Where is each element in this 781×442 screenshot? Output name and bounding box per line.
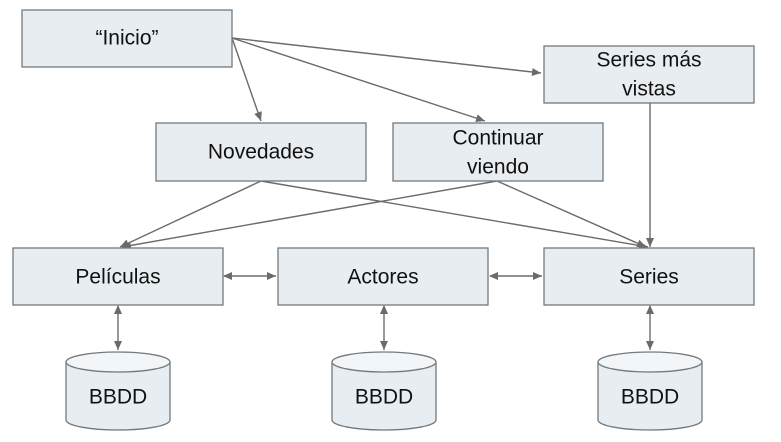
node-continuar-viendo-label-line-1: Continuar: [452, 127, 543, 150]
database-peliculas-label: BBDD: [89, 386, 147, 409]
database-actores-label: BBDD: [355, 386, 413, 409]
database-series: BBDD: [597, 351, 703, 431]
node-series-mas-vistas-label-line-1: Series más: [596, 49, 701, 72]
node-peliculas-label: Películas: [75, 266, 160, 289]
node-series-label: Series: [619, 266, 679, 289]
edge-inicio-series-mas-vistas: [231, 37, 542, 76]
node-continuar-viendo: Continuar viendo: [392, 122, 604, 182]
node-peliculas: Películas: [12, 247, 224, 306]
node-inicio-label: “Inicio”: [95, 27, 158, 50]
edge-continuar-viendo-series: [496, 180, 647, 248]
database-actores: BBDD: [331, 351, 437, 431]
edge-novedades-peliculas: [119, 180, 262, 248]
node-actores-label: Actores: [347, 266, 418, 289]
node-inicio: “Inicio”: [21, 9, 233, 68]
node-continuar-viendo-label-line-2: viendo: [467, 156, 529, 179]
node-series-mas-vistas-label-line-2: vistas: [622, 78, 676, 101]
node-novedades-label: Novedades: [208, 141, 314, 164]
edge-continuar-viendo-peliculas: [121, 180, 498, 250]
edge-inicio-continuar-viendo: [231, 37, 486, 122]
database-series-label: BBDD: [621, 386, 679, 409]
node-novedades: Novedades: [155, 122, 367, 182]
edges: [114, 37, 654, 350]
edge-inicio-novedades: [231, 37, 262, 122]
database-peliculas: BBDD: [65, 351, 171, 431]
edge-novedades-series: [260, 180, 649, 250]
node-series-mas-vistas: Series más vistas: [543, 45, 755, 104]
node-series: Series: [543, 247, 755, 306]
node-actores: Actores: [277, 247, 489, 306]
